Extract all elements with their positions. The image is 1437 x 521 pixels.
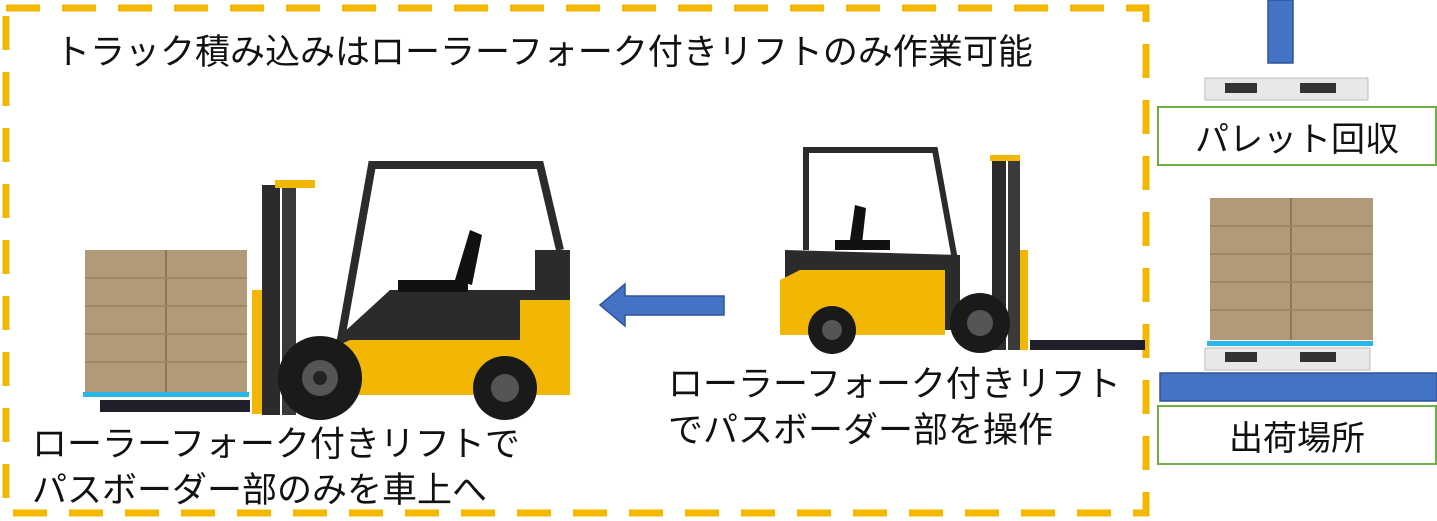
left-caption-line2: パスボーダー部のみを車上へ (32, 471, 488, 511)
middle-forklift-illustration (780, 147, 1145, 354)
truck-loading-area-border (2, 4, 1150, 517)
pallet-return-post (1267, 0, 1294, 64)
left-caption-line1: ローラーフォーク付きリフトで (32, 425, 520, 465)
left-cargo-stack (83, 250, 250, 412)
left-forklift-illustration (252, 161, 570, 420)
right-cargo-stack (1204, 198, 1373, 371)
diagram-title: トラック積み込みはローラーフォーク付きリフトのみ作業可能 (55, 33, 1033, 73)
middle-caption-line1: ローラーフォーク付きリフト (668, 365, 1121, 405)
shipping-area-bar (1159, 372, 1437, 402)
returned-pallet (1204, 77, 1369, 101)
middle-caption-line2: でパスボーダー部を操作 (668, 411, 1054, 451)
move-left-arrow (598, 282, 725, 328)
pallet-return-label: パレット回収 (1157, 106, 1437, 166)
shipping-area-label: 出荷場所 (1157, 405, 1437, 465)
pallet-return-text: パレット回収 (1195, 119, 1399, 160)
shipping-area-text: 出荷場所 (1229, 418, 1365, 459)
